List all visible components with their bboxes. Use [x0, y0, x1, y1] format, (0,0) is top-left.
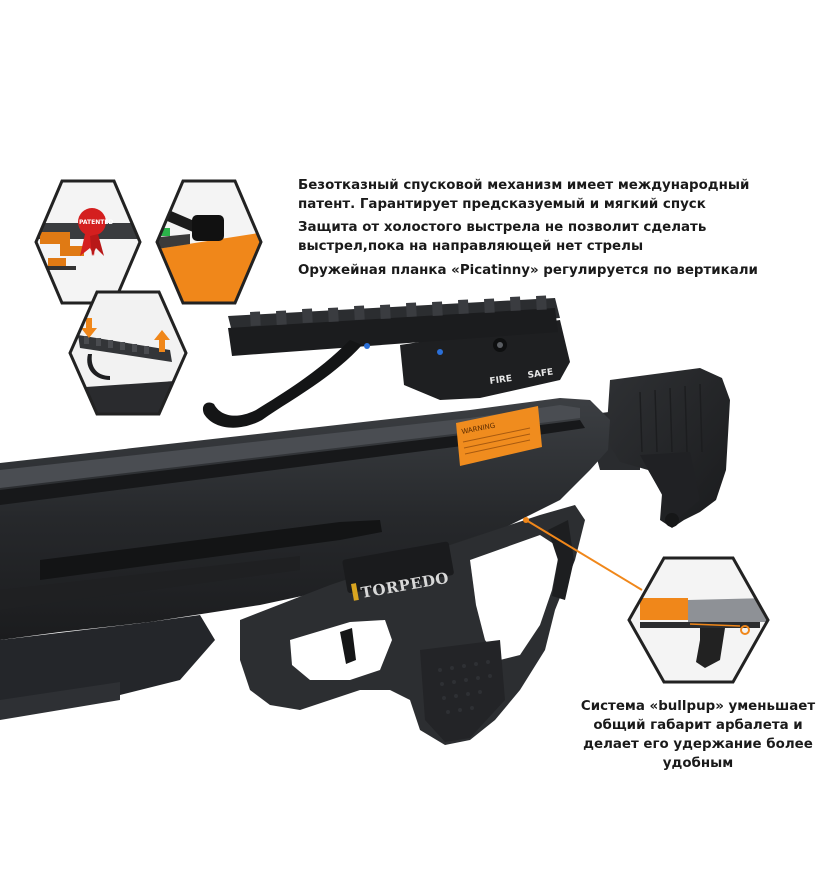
patented-badge: PATENTED	[79, 219, 113, 226]
feature-rail-text: Оружейная планка «Picatinny» регулируетс…	[298, 263, 758, 278]
picatinny-rail-icon	[68, 290, 188, 416]
crossbow: TORPEDO WARNING	[0, 295, 730, 745]
selector-fire: FIRE	[489, 374, 513, 387]
feature-dry-fire-text: Защита от холостого выстрела не позволит…	[298, 220, 707, 254]
cocking-lever	[202, 340, 362, 428]
feature-trigger-text: Безотказный спусковой механизм имеет меж…	[298, 178, 750, 212]
bullpup-description: Система «bullpup» уменьшает общий габари…	[580, 699, 816, 771]
bullpup-callout-line	[525, 519, 643, 591]
warning-label: WARNING	[456, 406, 542, 466]
selector-safe: SAFE	[527, 367, 554, 380]
trigger-mechanism-icon: PATENTED	[34, 179, 142, 305]
dry-fire-guard-icon	[155, 179, 263, 305]
picatinny-rail: FIRE SAFE	[228, 295, 570, 400]
buttstock	[606, 368, 730, 528]
bullpup-stock-icon	[627, 556, 770, 684]
